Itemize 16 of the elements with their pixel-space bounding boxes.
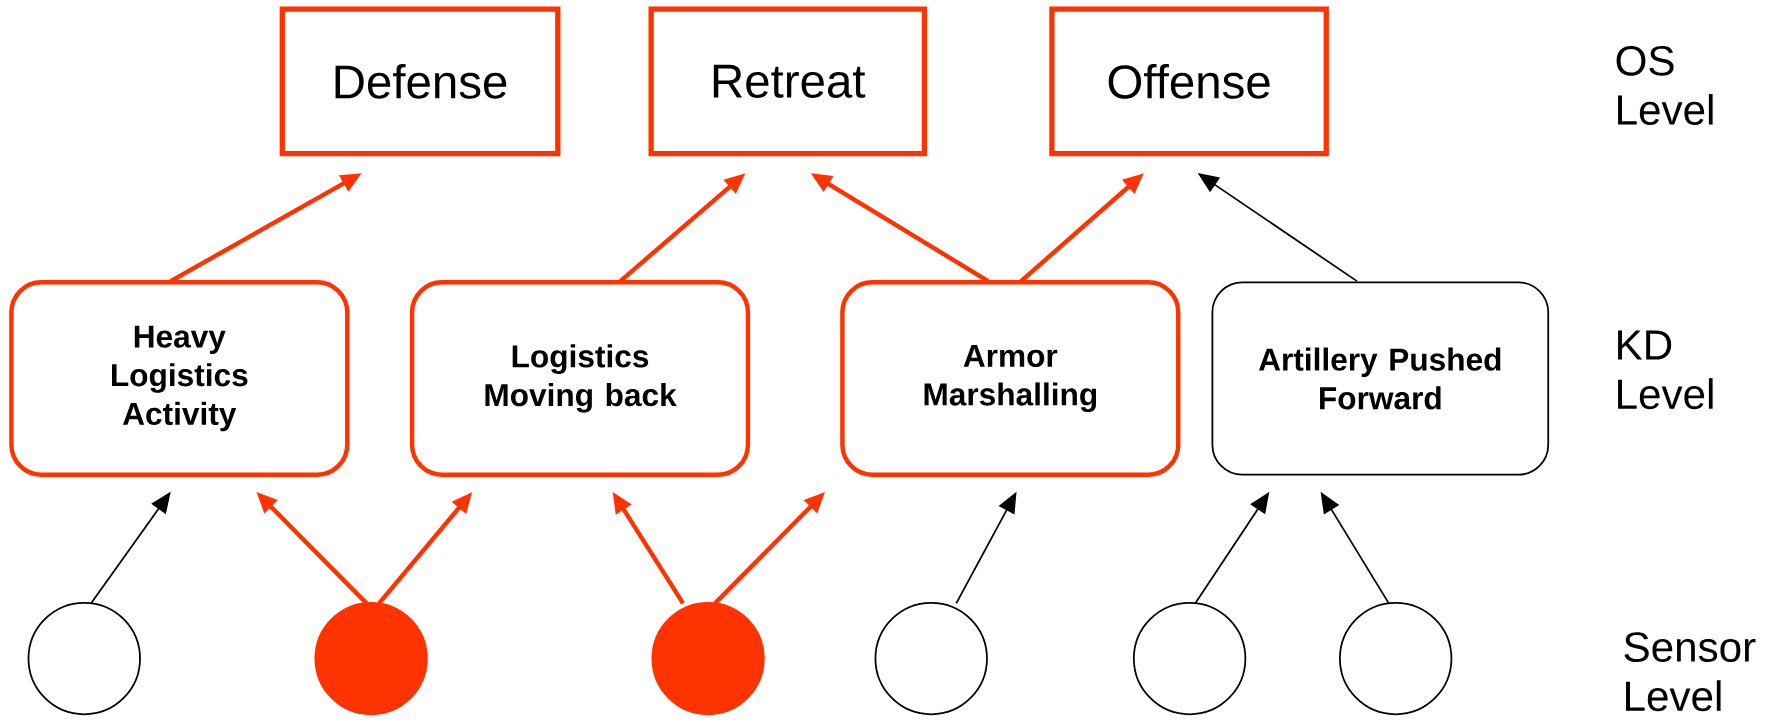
sensor-circle [27, 601, 141, 716]
sensor-circle [314, 601, 428, 716]
sensor-circle [1339, 601, 1453, 716]
concept-box: Artillery Pushed Forward [1211, 281, 1550, 476]
level-label: Sensor Level [1624, 632, 1756, 712]
concept-box: Logistics Moving back [409, 280, 751, 477]
sensor-circle [1132, 601, 1247, 716]
level-label: OS Level [1616, 45, 1713, 125]
state-box: Offense [1049, 6, 1329, 157]
concept-box: Armor Marshalling [840, 280, 1181, 477]
sensor-circle [651, 601, 765, 716]
sensor-circle [874, 601, 988, 716]
level-label: KD Level [1618, 330, 1713, 410]
concept-box: Heavy Logistics Activity [9, 280, 350, 477]
state-box: Defense [279, 6, 561, 157]
state-box: Retreat [648, 6, 927, 157]
